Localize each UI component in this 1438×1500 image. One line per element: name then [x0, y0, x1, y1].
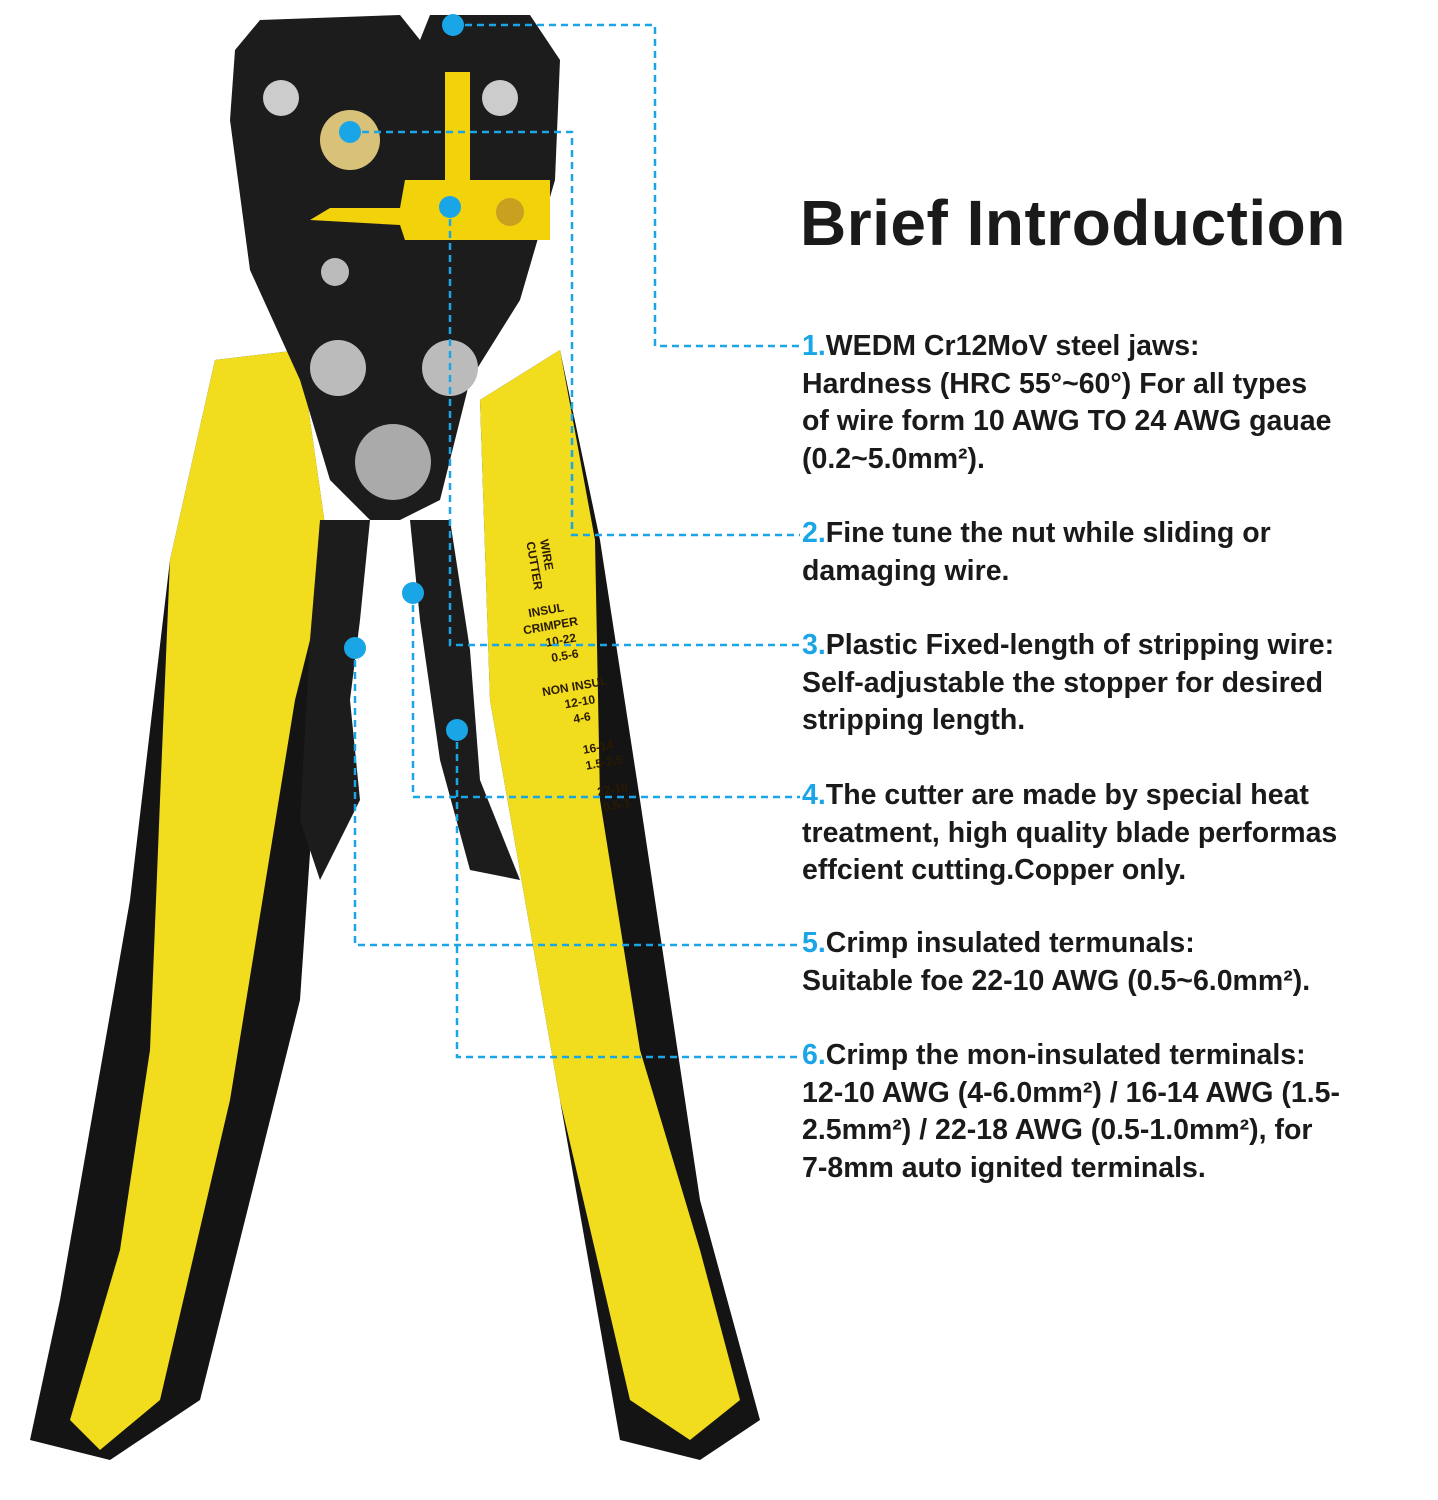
- feature-line: Crimp the mon-insulated terminals:: [825, 1039, 1306, 1071]
- left-handle-yellow: [70, 350, 330, 1450]
- feature-line: of wire form 10 AWG TO 24 AWG gauae: [802, 405, 1332, 437]
- feature-number: 2.: [802, 517, 826, 549]
- feature-number: 1.: [802, 330, 826, 362]
- feature-number: 6.: [802, 1039, 826, 1071]
- feature-4: 4.The cutter are made by special heat tr…: [802, 777, 1337, 890]
- feature-line: effcient cutting.Copper only.: [802, 854, 1187, 886]
- feature-6: 6.Crimp the mon-insulated terminals: 12-…: [802, 1037, 1340, 1187]
- callout-dot-5: [344, 637, 366, 659]
- feature-line: Plastic Fixed-length of stripping wire:: [825, 629, 1335, 661]
- leader-line-4: [411, 593, 800, 799]
- leader-line-2: [350, 130, 800, 537]
- handle-label: 16-14: [582, 738, 615, 757]
- feature-line: WEDM Cr12MoV steel jaws:: [825, 330, 1200, 362]
- feature-3: 3.Plastic Fixed-length of stripping wire…: [802, 627, 1334, 740]
- feature-number: 4.: [802, 779, 826, 811]
- feature-line: Suitable foe 22-10 AWG (0.5~6.0mm²).: [802, 964, 1311, 997]
- handle-label: 0.5-1: [602, 796, 632, 815]
- pivot-bolt: [355, 424, 431, 500]
- stopper-screw: [496, 198, 524, 226]
- left-jaw: [300, 520, 370, 880]
- feature-line: 7-8mm auto ignited terminals.: [802, 1151, 1206, 1184]
- feature-2: 2.Fine tune the nut while sliding or dam…: [802, 515, 1271, 590]
- callout-dot-1: [442, 14, 464, 36]
- rivet: [263, 80, 299, 116]
- feature-line: 2.5mm²) / 22-18 AWG (0.5-1.0mm²), for: [802, 1114, 1313, 1146]
- handle-label: 0.5-6: [550, 646, 580, 665]
- feature-line: Crimp insulated termunals:: [825, 927, 1195, 959]
- right-jaw: [410, 520, 520, 880]
- feature-line: Fine tune the nut while sliding or: [825, 517, 1271, 549]
- leader-line-6: [455, 730, 800, 1059]
- leader-line-5: [353, 648, 800, 947]
- page-title: Brief Introduction: [800, 187, 1346, 259]
- callout-dot-4: [402, 582, 424, 604]
- feature-line: Hardness (HRC 55°~60°) For all types: [802, 367, 1308, 400]
- feature-number: 3.: [802, 629, 826, 661]
- feature-number: 5.: [802, 927, 826, 959]
- feature-line: stripping length.: [802, 704, 1026, 736]
- rivet: [482, 80, 518, 116]
- leader-line-3: [448, 207, 800, 647]
- callout-dot-6: [446, 719, 468, 741]
- handle-label: INSUL: [527, 600, 565, 620]
- length-stopper: [310, 72, 550, 240]
- handle-label: 12-10: [564, 692, 597, 711]
- feature-line: (0.2~5.0mm²).: [802, 442, 985, 475]
- handle-label: 1.5-2.5: [584, 752, 624, 772]
- rivet: [310, 340, 366, 396]
- feature-line: damaging wire.: [802, 554, 1010, 587]
- feature-line: treatment, high quality blade performas: [802, 816, 1338, 849]
- handle-label: 4-6: [572, 709, 592, 726]
- leader-line-1: [453, 23, 800, 348]
- feature-1: 1.WEDM Cr12MoV steel jaws: Hardness (HRC…: [802, 328, 1331, 478]
- feature-line: The cutter are made by special heat: [825, 779, 1309, 811]
- feature-line: 12-10 AWG (4-6.0mm²) / 16-14 AWG (1.5-: [802, 1076, 1340, 1109]
- rivet: [321, 258, 349, 286]
- feature-5: 5.Crimp insulated termunals: Suitable fo…: [802, 925, 1310, 1000]
- callout-dot-2: [339, 121, 361, 143]
- feature-line: Self-adjustable the stopper for desired: [802, 666, 1324, 699]
- handle-label: WIRE: [537, 538, 556, 571]
- right-handle-yellow: [480, 350, 740, 1440]
- tool-head: [230, 15, 560, 520]
- callout-dot-3: [439, 196, 461, 218]
- handle-label: 22-18: [596, 780, 629, 799]
